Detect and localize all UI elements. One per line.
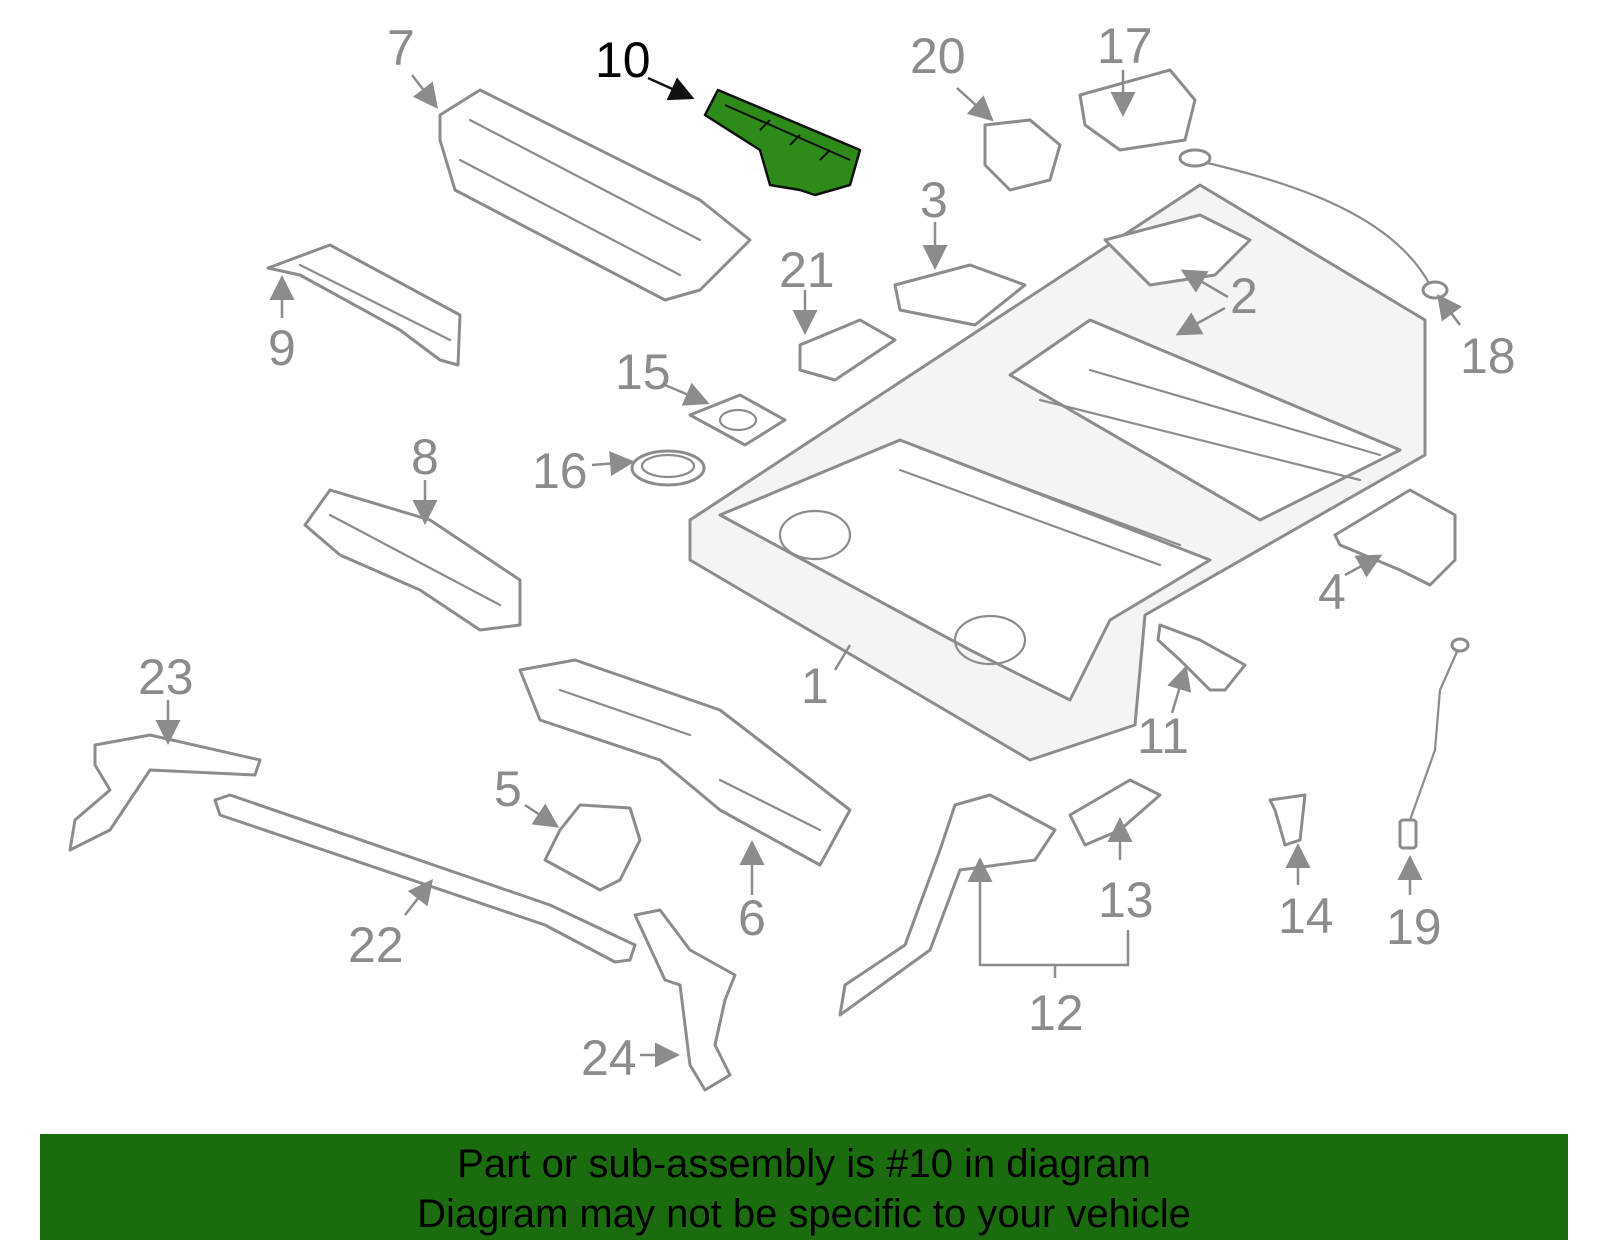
callout-10-highlighted: 10 bbox=[595, 32, 651, 88]
part-21-bracket bbox=[798, 318, 897, 382]
callout-7: 7 bbox=[387, 20, 415, 76]
callout-20: 20 bbox=[910, 28, 966, 84]
callout-5: 5 bbox=[494, 761, 522, 817]
info-banner: Part or sub-assembly is #10 in diagram D… bbox=[40, 1134, 1568, 1240]
part-15-plate bbox=[688, 393, 787, 447]
callout-1: 1 bbox=[801, 658, 829, 714]
callout-6: 6 bbox=[738, 890, 766, 946]
part-3-bracket bbox=[893, 263, 1027, 327]
part-8-rail bbox=[303, 488, 522, 632]
callout-13: 13 bbox=[1098, 872, 1154, 928]
callout-14: 14 bbox=[1278, 888, 1334, 944]
leader-lines bbox=[155, 70, 1462, 1068]
part-13-bracket bbox=[1068, 778, 1162, 847]
callout-11: 11 bbox=[1137, 708, 1189, 764]
part-16-grommet bbox=[630, 449, 706, 487]
callout-19: 19 bbox=[1386, 899, 1442, 955]
part-7-crossmember bbox=[438, 88, 752, 302]
part-4-bracket bbox=[1333, 488, 1457, 587]
part-12-rail bbox=[838, 793, 1057, 1017]
part-10-highlighted bbox=[703, 88, 862, 197]
callout-18: 18 bbox=[1460, 328, 1516, 384]
part-11-bracket bbox=[1156, 623, 1247, 692]
callout-24: 24 bbox=[581, 1030, 637, 1086]
callout-23: 23 bbox=[138, 649, 194, 705]
part-9-brace bbox=[266, 243, 462, 367]
part-17-bracket bbox=[1078, 68, 1197, 152]
callout-22: 22 bbox=[348, 917, 404, 973]
part-5-bracket bbox=[543, 803, 642, 892]
callout-17: 17 bbox=[1097, 18, 1153, 74]
part-19-cable bbox=[1398, 637, 1470, 850]
callout-15: 15 bbox=[615, 344, 671, 400]
part-14-bracket bbox=[1268, 793, 1307, 847]
callout-9: 9 bbox=[268, 320, 296, 376]
callout-8: 8 bbox=[411, 429, 439, 485]
callout-labels: 7 10 20 17 3 21 2 9 18 15 16 8 4 1 11 23… bbox=[138, 18, 1516, 1086]
callout-2: 2 bbox=[1230, 268, 1258, 324]
callout-3: 3 bbox=[920, 172, 948, 228]
banner-line-1: Part or sub-assembly is #10 in diagram bbox=[457, 1142, 1151, 1186]
callout-21: 21 bbox=[779, 242, 835, 298]
part-22-bar bbox=[213, 793, 637, 964]
banner-line-2: Diagram may not be specific to your vehi… bbox=[417, 1192, 1191, 1236]
part-23-bracket bbox=[68, 733, 262, 852]
callout-12: 12 bbox=[1028, 985, 1084, 1041]
part-24-bracket bbox=[633, 908, 737, 1092]
callout-16: 16 bbox=[532, 443, 588, 499]
part-6-panel bbox=[518, 658, 852, 867]
part-20-bracket bbox=[983, 118, 1062, 192]
callout-4: 4 bbox=[1318, 564, 1346, 620]
part-1-floor-pan bbox=[688, 183, 1427, 762]
